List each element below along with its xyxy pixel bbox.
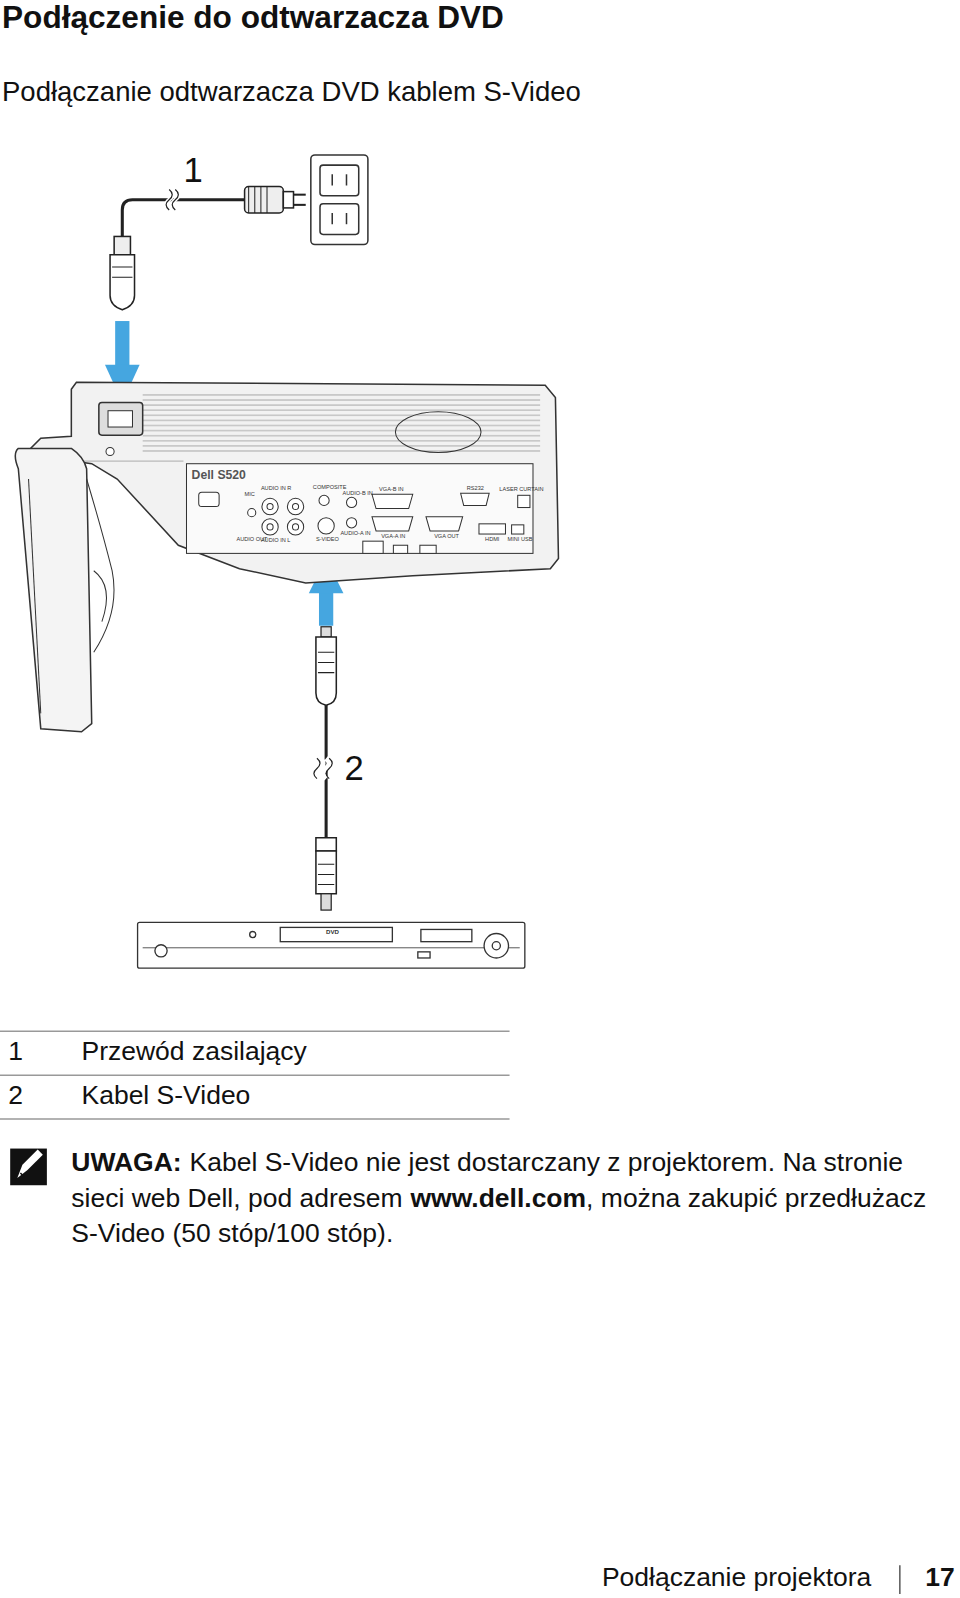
- table-rule: [0, 1031, 510, 1119]
- table-cell: 1: [8, 1036, 23, 1066]
- table-cell: Przewód zasilający: [82, 1036, 307, 1066]
- footer-divider: [899, 1565, 900, 1594]
- port-label: S-VIDEO: [316, 536, 339, 542]
- port-label: MINI USB: [508, 536, 533, 542]
- note: UWAGA:Kabel S-Video nie jest dostarczany…: [71, 1145, 958, 1252]
- table-cell: Kabel S-Video: [82, 1080, 251, 1110]
- port-label: RS232: [467, 485, 484, 491]
- note-icon: [10, 1149, 47, 1186]
- projector: [15, 382, 558, 732]
- port-label: HDMI: [485, 536, 499, 542]
- page-title: Podłączenie do odtwarzacza DVD: [2, 0, 504, 35]
- port-label: VGA OUT: [434, 533, 459, 539]
- port-label: AUDIO IN L: [261, 537, 291, 543]
- port-label: AUDIO-B IN: [342, 490, 372, 496]
- subtitle: Podłączanie odtwarzacza DVD kablem S-Vid…: [2, 76, 581, 108]
- port-label: VGA-A IN: [381, 533, 405, 539]
- model-name: Dell S520: [192, 468, 246, 482]
- dvd-player: [138, 922, 525, 968]
- callout-number: 2: [344, 749, 363, 789]
- power-outlet: [311, 155, 368, 245]
- s-video-cable: [314, 627, 336, 910]
- note-text: www.dell.com: [410, 1183, 586, 1213]
- port-label: AUDIO IN R: [261, 485, 291, 491]
- port-label: AUDIO-A IN: [340, 530, 370, 536]
- port-label: MIC: [245, 491, 255, 497]
- page-number: 17: [925, 1562, 954, 1592]
- power-cord: [110, 187, 306, 310]
- table-cell: 2: [8, 1080, 23, 1110]
- port-label: COMPOSITE: [313, 484, 347, 490]
- port-label: VGA-B IN: [379, 486, 404, 492]
- footer-text: Podłączanie projektora: [602, 1562, 871, 1592]
- note-text: UWAGA:: [71, 1147, 181, 1177]
- device-label: DVD: [326, 928, 339, 935]
- callout-number: 1: [183, 151, 202, 191]
- port-label: LASER CURTAIN: [499, 486, 543, 492]
